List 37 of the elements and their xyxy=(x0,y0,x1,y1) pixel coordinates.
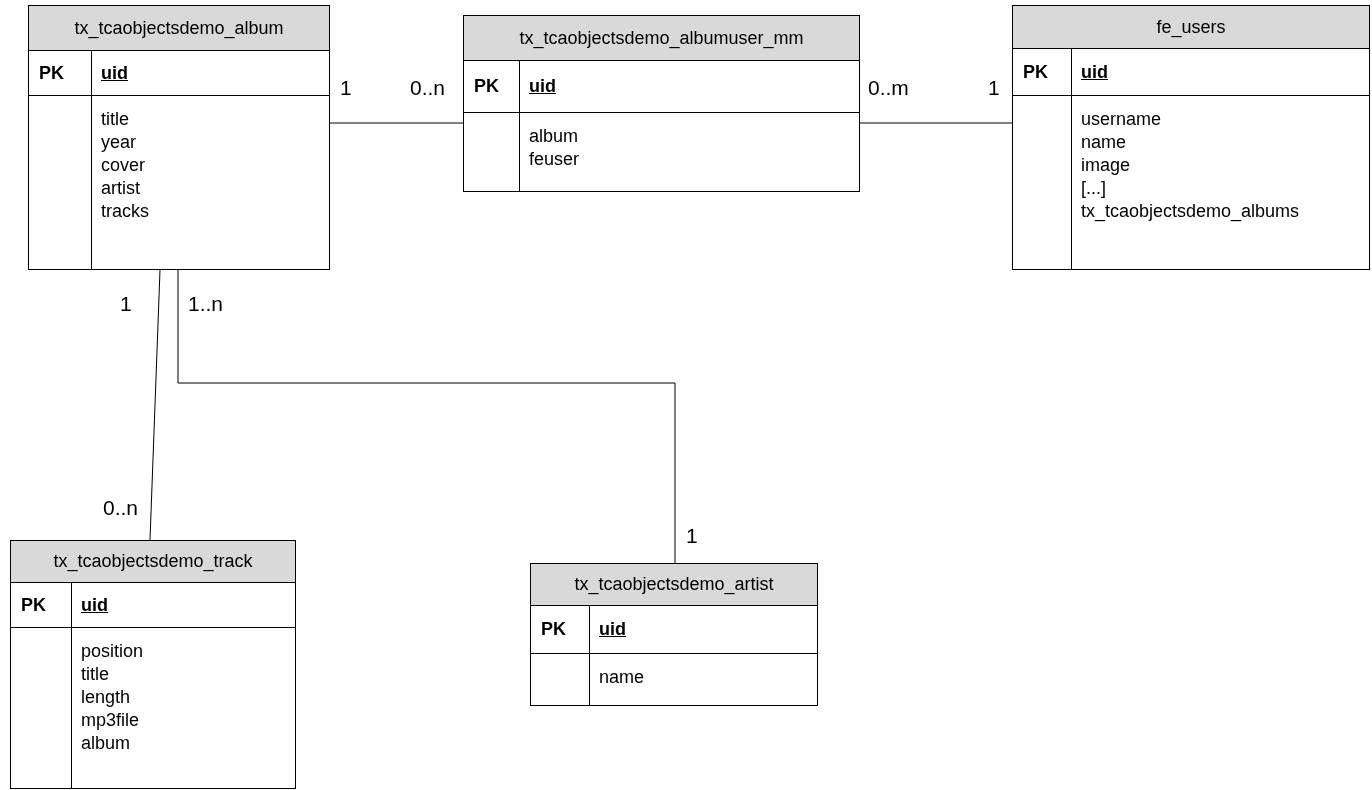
table-header: tx_tcaobjectsdemo_albumuser_mm xyxy=(464,16,859,61)
key-field-name: uid xyxy=(1081,61,1108,83)
cardinality-label: 0..m xyxy=(868,76,909,100)
field-list: title year cover artist tracks xyxy=(101,108,149,223)
primary-key-label: PK xyxy=(541,619,566,640)
primary-key-label: PK xyxy=(21,594,46,616)
entity-table xyxy=(1012,5,1370,270)
cardinality-label: 0..n xyxy=(410,76,446,100)
primary-key-label: PK xyxy=(474,76,499,97)
entity-table xyxy=(530,563,818,706)
field-list: username name image [...] tx_tcaobjectsdemo_albums xyxy=(1081,108,1300,223)
field-list: album feuser xyxy=(529,125,580,171)
key-field-name: uid xyxy=(529,76,556,97)
cardinality-label: 1 xyxy=(686,524,698,548)
cardinality-label: 1 xyxy=(120,292,132,316)
cardinality-label: 1..n xyxy=(188,292,224,316)
table-header: tx_tcaobjectsdemo_album xyxy=(29,6,329,51)
field-list: name xyxy=(599,666,645,689)
table-header: tx_tcaobjectsdemo_track xyxy=(11,541,295,583)
relationship-line xyxy=(329,122,464,124)
entity-table xyxy=(463,15,860,192)
relationship-line xyxy=(177,269,676,564)
entity-table xyxy=(10,540,296,789)
entity-table xyxy=(28,5,330,270)
table-header: tx_tcaobjectsdemo_artist xyxy=(531,564,817,606)
relationship-line xyxy=(859,122,1013,124)
key-field-name: uid xyxy=(81,594,108,616)
relationship-line xyxy=(149,269,161,541)
key-field-name: uid xyxy=(101,62,128,84)
primary-key-label: PK xyxy=(39,62,64,84)
cardinality-label: 1 xyxy=(988,76,1000,100)
table-header: fe_users xyxy=(1013,6,1369,49)
key-field-name: uid xyxy=(599,619,626,640)
cardinality-label: 1 xyxy=(340,76,352,100)
field-list: position title length mp3file album xyxy=(81,640,144,755)
primary-key-label: PK xyxy=(1023,61,1048,83)
cardinality-label: 0..n xyxy=(103,496,139,520)
